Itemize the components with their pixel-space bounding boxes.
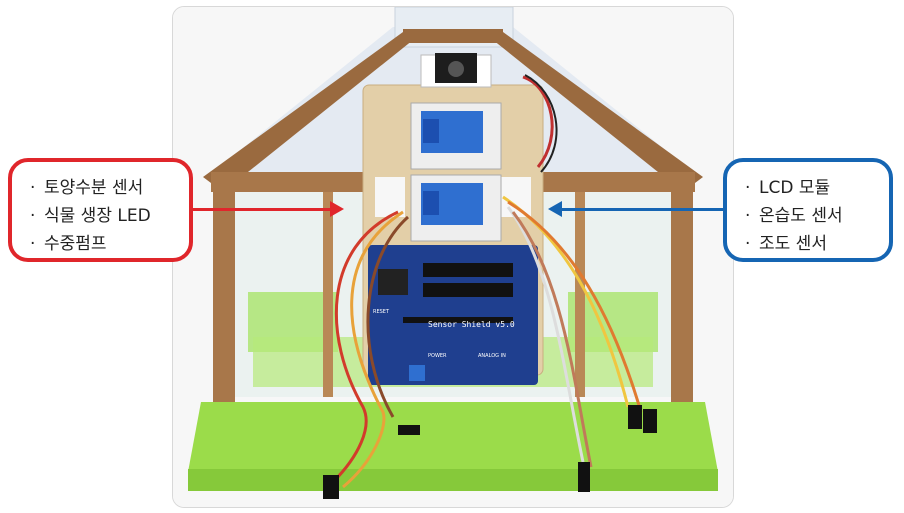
- right-callout-item: ·LCD 모듈: [745, 178, 831, 198]
- right-callout-item: ·조도 센서: [745, 234, 827, 254]
- left-arrow-line: [193, 208, 333, 211]
- greenhouse-illustration: Sensor Shield v5.0 RESET POWER ANALOG IN: [173, 7, 733, 507]
- roof-frame-right: [483, 32, 703, 192]
- greenhouse-photo: Sensor Shield v5.0 RESET POWER ANALOG IN: [172, 6, 734, 508]
- left-arrow-head: [330, 201, 344, 217]
- sensor-shield-board: [368, 245, 538, 385]
- left-callout-item: ·토양수분 센서: [30, 178, 144, 198]
- power-label: POWER: [428, 353, 447, 359]
- green-base: [188, 402, 718, 472]
- frame-post-left: [213, 192, 235, 407]
- reset-label: RESET: [373, 309, 390, 315]
- shield-label: Sensor Shield v5.0: [428, 320, 515, 329]
- roof-frame-left: [203, 32, 423, 192]
- frame-post-right: [671, 192, 693, 407]
- left-callout-item: ·수중펌프: [30, 234, 107, 254]
- right-callout-item: ·온습도 센서: [745, 206, 843, 226]
- right-arrow-head: [548, 201, 562, 217]
- left-callout-item: ·식물 생장 LED: [30, 206, 151, 226]
- analog-label: ANALOG IN: [478, 353, 506, 359]
- right-arrow-line: [560, 208, 723, 211]
- left-callout: ·토양수분 센서 ·식물 생장 LED ·수중펌프: [8, 158, 193, 262]
- right-callout: ·LCD 모듈 ·온습도 센서 ·조도 센서: [723, 158, 893, 262]
